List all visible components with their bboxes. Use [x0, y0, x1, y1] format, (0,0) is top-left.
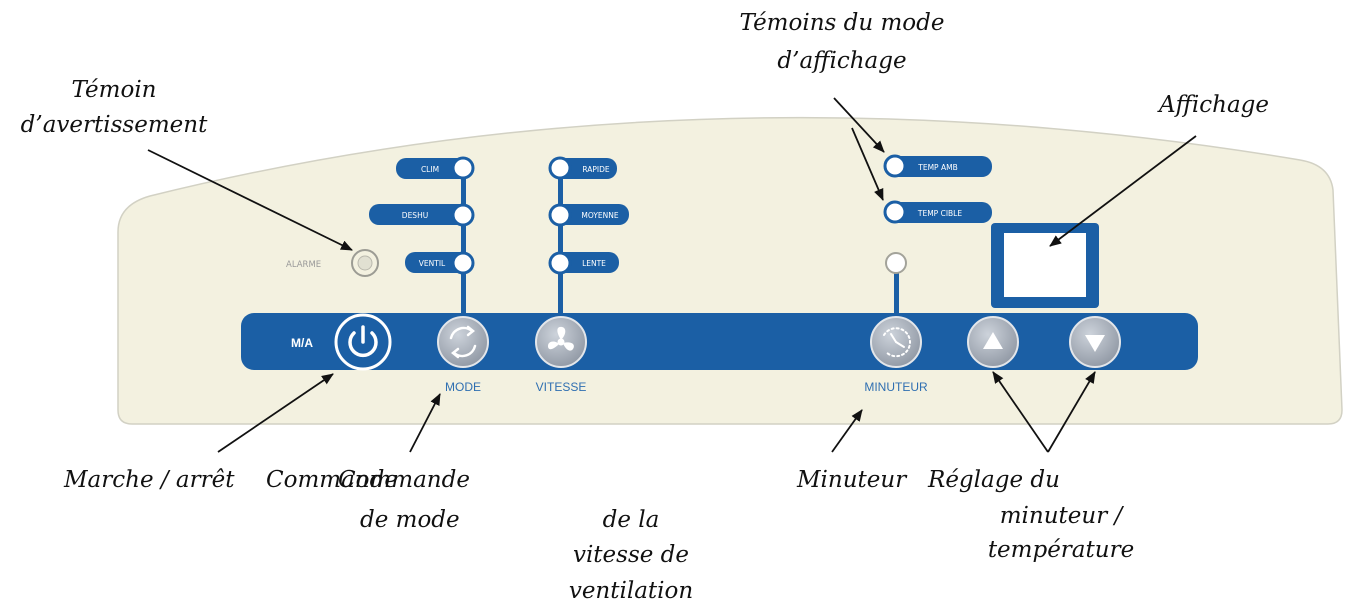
- annotation-timer: Minuteur: [796, 467, 908, 493]
- power-icon: [348, 325, 378, 358]
- clock-icon: [883, 327, 911, 358]
- annotation-mode-cmd-b-1: Commande: [338, 467, 470, 493]
- display-screen: [991, 223, 1099, 308]
- mode-clim-label: CLIM: [421, 165, 439, 174]
- arrow-power: [217, 373, 334, 453]
- mode-deshu-led: [451, 203, 475, 227]
- mode-deshu-label: DESHU: [402, 211, 428, 220]
- display-indicator-temp-cible: TEMP CIBLE: [883, 200, 992, 224]
- speed-lente-label: LENTE: [582, 259, 606, 268]
- arrow-up: [992, 371, 1049, 453]
- arrow-warning: [147, 149, 353, 251]
- temp-amb-label: TEMP AMB: [917, 163, 957, 172]
- annotation-speed-3: ventilation: [569, 578, 693, 604]
- temp-cible-label: TEMP CIBLE: [917, 209, 962, 218]
- arrow-display: [1049, 135, 1197, 247]
- fan-icon: [548, 326, 574, 351]
- mode-indicator-ventil: VENTIL: [405, 251, 475, 275]
- annotation-speed-2: vitesse de: [573, 542, 689, 568]
- arrow-mode: [409, 393, 441, 453]
- triangle-down-icon: [1085, 335, 1105, 352]
- annotation-display: Affichage: [1157, 92, 1269, 118]
- timer-label: MINUTEUR: [864, 380, 928, 394]
- temp-cible-led: [883, 200, 907, 224]
- timer-connector: [894, 270, 899, 316]
- down-button[interactable]: [1069, 316, 1121, 368]
- arrow-display-mode-2: [851, 127, 884, 201]
- mode-clim-led: [451, 156, 475, 180]
- mode-ventil-label: VENTIL: [419, 259, 446, 268]
- annotation-arrows: [147, 97, 1197, 453]
- timer-button[interactable]: [870, 316, 922, 368]
- speed-button[interactable]: [535, 316, 587, 368]
- annotation-mode-cmd-b-2: de mode: [360, 507, 460, 533]
- arrow-display-mode-1: [833, 97, 885, 153]
- up-button[interactable]: [967, 316, 1019, 368]
- alarm-label: ALARME: [286, 260, 321, 270]
- triangle-up-icon: [983, 332, 1003, 349]
- speed-moyenne-led: [548, 203, 572, 227]
- speed-rapide-led: [548, 156, 572, 180]
- speed-lente-led: [548, 251, 572, 275]
- display-indicator-temp-amb: TEMP AMB: [883, 154, 992, 178]
- mode-ventil-led: [451, 251, 475, 275]
- arrow-down: [1047, 371, 1096, 453]
- annotation-adjust-3: température: [988, 537, 1134, 563]
- speed-indicator-rapide: RAPIDE: [548, 156, 617, 180]
- mode-connector: [461, 168, 466, 316]
- alarm-indicator: ALARME: [286, 249, 379, 277]
- annotation-adjust-2: minuteur /: [1000, 503, 1125, 529]
- annotation-speed-1: de la: [603, 507, 660, 533]
- annotation-display-modes-1: Témoins du mode: [740, 10, 945, 36]
- annotation-mode-cmd-a: Commande: [266, 467, 398, 493]
- speed-indicator-moyenne: MOYENNE: [548, 203, 629, 227]
- temp-amb-led: [883, 154, 907, 178]
- speed-label: VITESSE: [536, 380, 587, 394]
- annotation-warning-1: Témoin: [72, 77, 157, 103]
- mode-indicator-clim: CLIM: [396, 156, 475, 180]
- ma-label: M/A: [291, 336, 313, 350]
- speed-rapide-label: RAPIDE: [582, 165, 610, 174]
- mode-indicator-deshu: DESHU: [369, 203, 475, 227]
- timer-led: [885, 252, 907, 274]
- speed-moyenne-label: MOYENNE: [581, 211, 619, 220]
- speed-connector: [558, 168, 563, 316]
- mode-label: MODE: [445, 380, 481, 394]
- arrow-timer: [831, 409, 863, 453]
- mode-button[interactable]: [437, 316, 489, 368]
- speed-indicator-lente: LENTE: [548, 251, 619, 275]
- annotation-display-modes-2: d’affichage: [777, 48, 906, 74]
- cycle-icon: [449, 325, 477, 359]
- annotation-adjust-1: Réglage du: [927, 467, 1060, 493]
- power-button[interactable]: [334, 313, 392, 371]
- annotation-power: Marche / arrêt: [63, 467, 235, 493]
- annotation-warning-2: d’avertissement: [21, 112, 208, 138]
